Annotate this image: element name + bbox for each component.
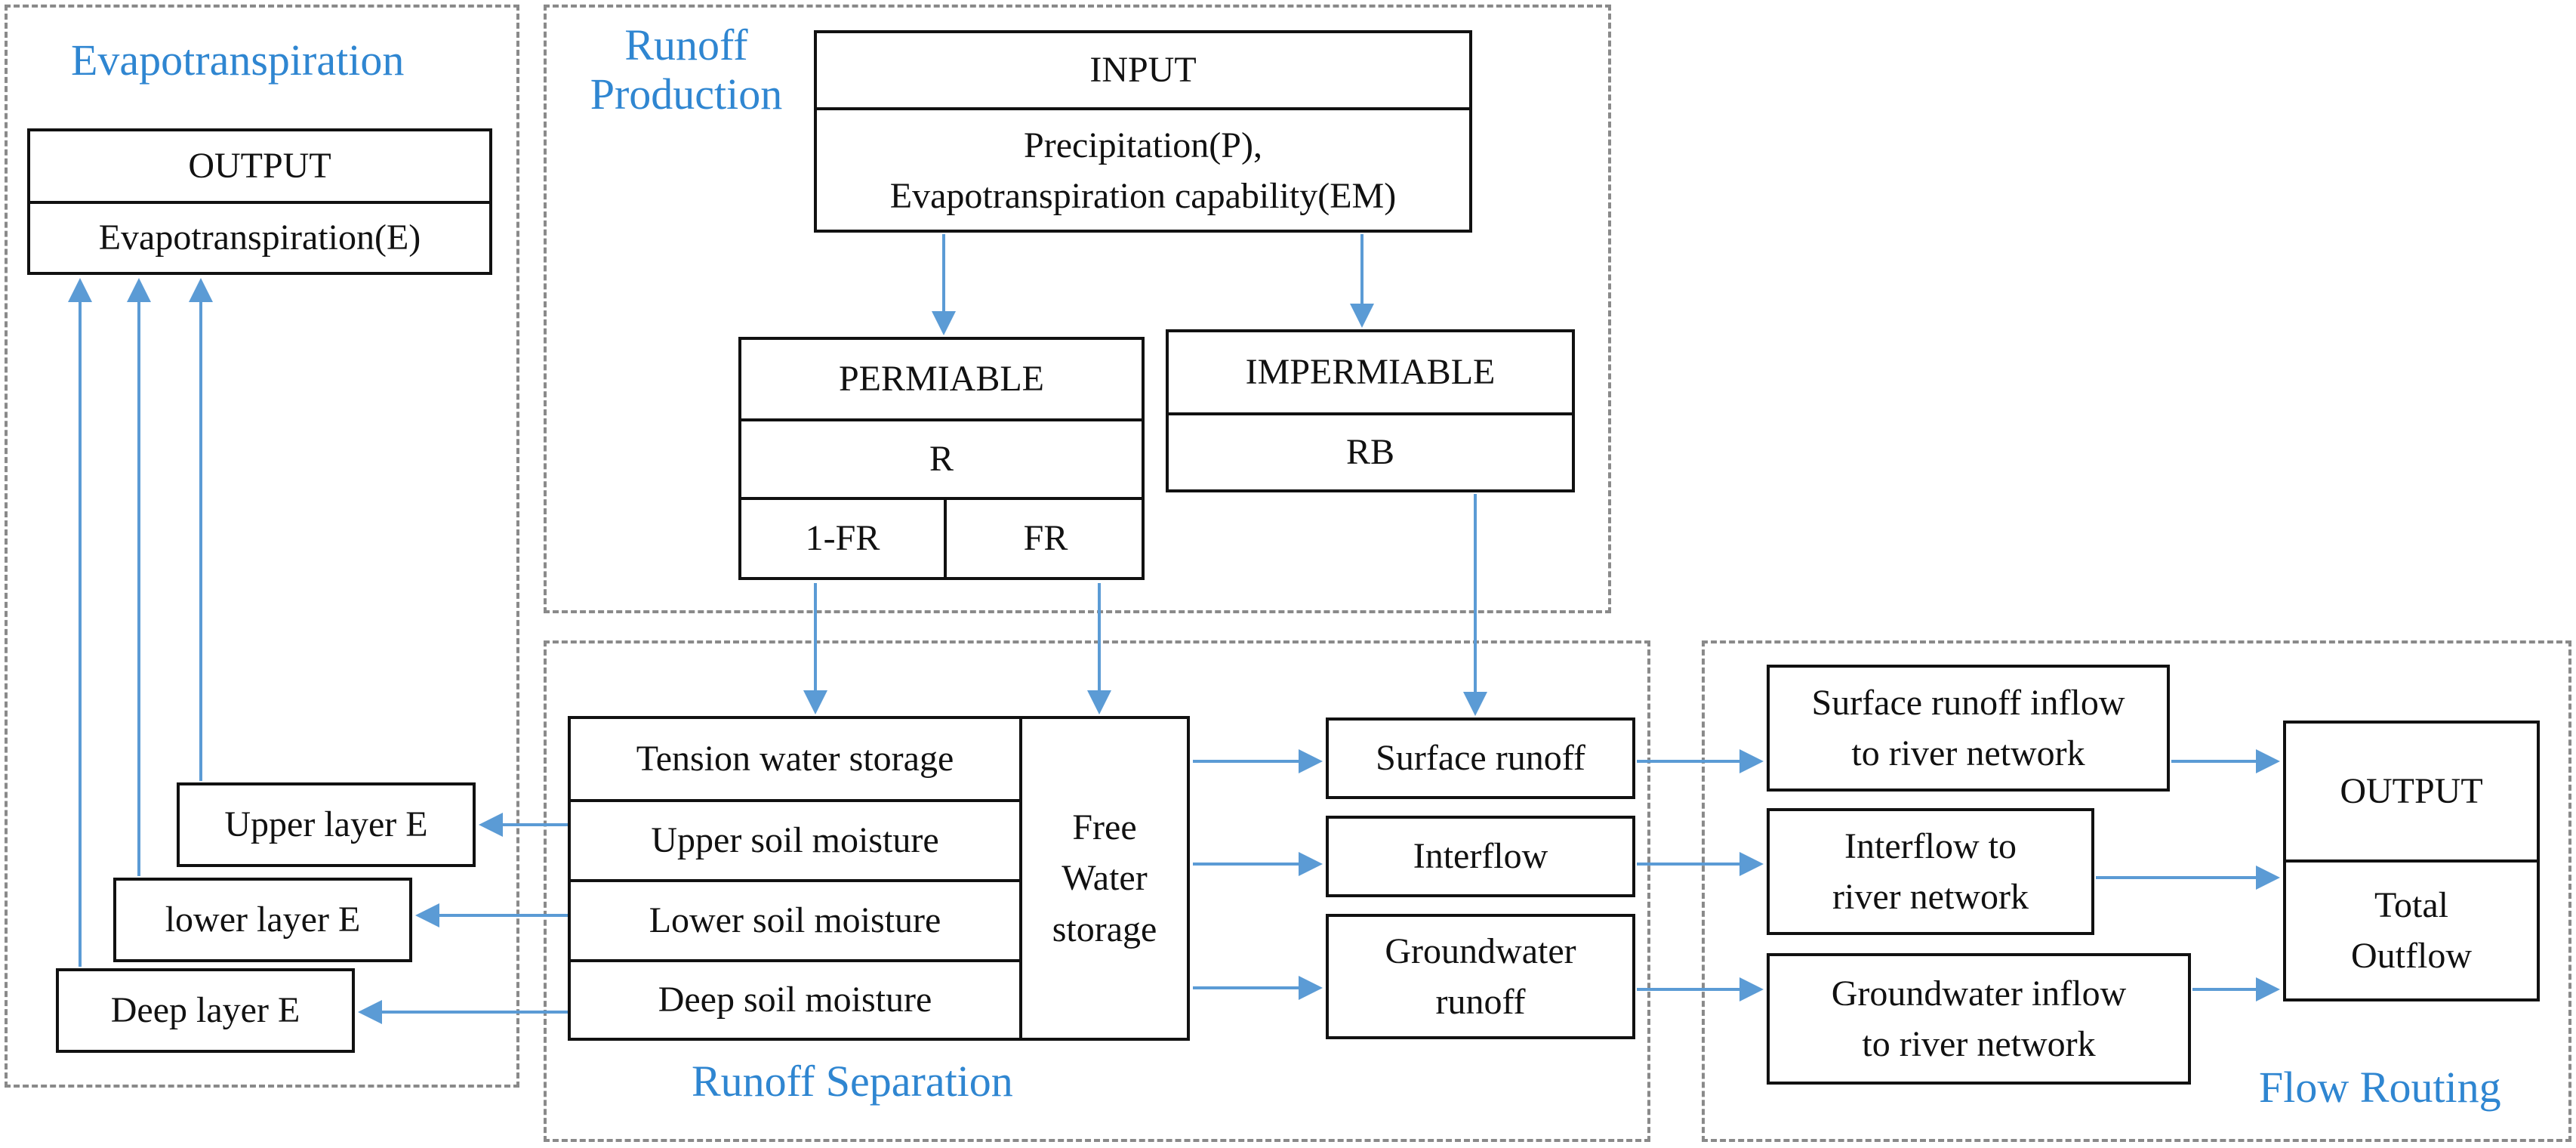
- input-header: INPUT: [1089, 50, 1197, 91]
- permiable-header: PERMIABLE: [838, 359, 1044, 400]
- runoff-production-panel-title: Runoff Production: [590, 20, 783, 119]
- divider: [1019, 719, 1022, 1038]
- impermiable-rb: RB: [1345, 432, 1395, 473]
- evap-output-value: Evapotranspiration(E): [98, 218, 421, 258]
- tension-water-storage: Tension water storage: [636, 739, 954, 779]
- surface-routing-box: Surface runoff inflow to river network: [1767, 665, 2170, 792]
- divider: [571, 879, 1019, 882]
- divider: [30, 201, 489, 204]
- input-value: Precipitation(P), Evapotranspiration cap…: [889, 125, 1397, 216]
- impermiable-box: IMPERMIABLE RB: [1166, 329, 1575, 492]
- permiable-r: R: [929, 439, 954, 480]
- permiable-1-fr: 1-FR: [805, 518, 880, 559]
- runoff-production-panel: [544, 5, 1611, 613]
- evap-output-header: OUTPUT: [188, 146, 331, 187]
- lower-soil-moisture: Lower soil moisture: [649, 900, 941, 941]
- impermiable-header: IMPERMIABLE: [1245, 352, 1496, 393]
- evapotranspiration-output-box: OUTPUT Evapotranspiration(E): [27, 128, 492, 275]
- total-outflow-header: OUTPUT: [2340, 771, 2483, 812]
- groundwater-routing-box: Groundwater inflow to river network: [1767, 953, 2191, 1085]
- deep-soil-moisture: Deep soil moisture: [658, 980, 932, 1020]
- divider: [817, 107, 1469, 110]
- divider: [571, 959, 1019, 962]
- total-outflow-box: OUTPUT Total Outflow: [2283, 721, 2540, 1001]
- divider: [741, 497, 1142, 500]
- interflow-routing-box: Interflow to river network: [1767, 808, 2094, 935]
- runoff-separation-panel: [544, 640, 1650, 1142]
- permiable-box: PERMIABLE R 1-FR FR: [738, 337, 1145, 580]
- runoff-separation-panel-title: Runoff Separation: [692, 1057, 1013, 1106]
- divider: [1169, 412, 1572, 415]
- deep-layer-e-box: Deep layer E: [56, 968, 355, 1053]
- interflow-box: Interflow: [1326, 816, 1635, 897]
- input-box: INPUT Precipitation(P), Evapotranspirati…: [814, 30, 1472, 233]
- evapotranspiration-panel: [5, 5, 519, 1088]
- lower-layer-e-box: lower layer E: [113, 878, 412, 962]
- surface-runoff-box: Surface runoff: [1326, 718, 1635, 799]
- total-outflow-value: Total Outflow: [2351, 884, 2472, 976]
- divider: [571, 799, 1019, 802]
- divider: [741, 418, 1142, 421]
- evapotranspiration-panel-title: Evapotranspiration: [71, 35, 405, 85]
- permiable-fr: FR: [1023, 518, 1068, 559]
- upper-soil-moisture: Upper soil moisture: [651, 820, 939, 861]
- storage-block: Tension water storage Upper soil moistur…: [568, 716, 1190, 1041]
- divider: [944, 497, 947, 580]
- free-water-storage: Free Water storage: [1052, 807, 1157, 949]
- flow-routing-panel: [1702, 640, 2571, 1142]
- divider: [2286, 859, 2537, 863]
- upper-layer-e-box: Upper layer E: [177, 782, 476, 867]
- groundwater-runoff-box: Groundwater runoff: [1326, 914, 1635, 1039]
- flow-routing-panel-title: Flow Routing: [2259, 1063, 2501, 1112]
